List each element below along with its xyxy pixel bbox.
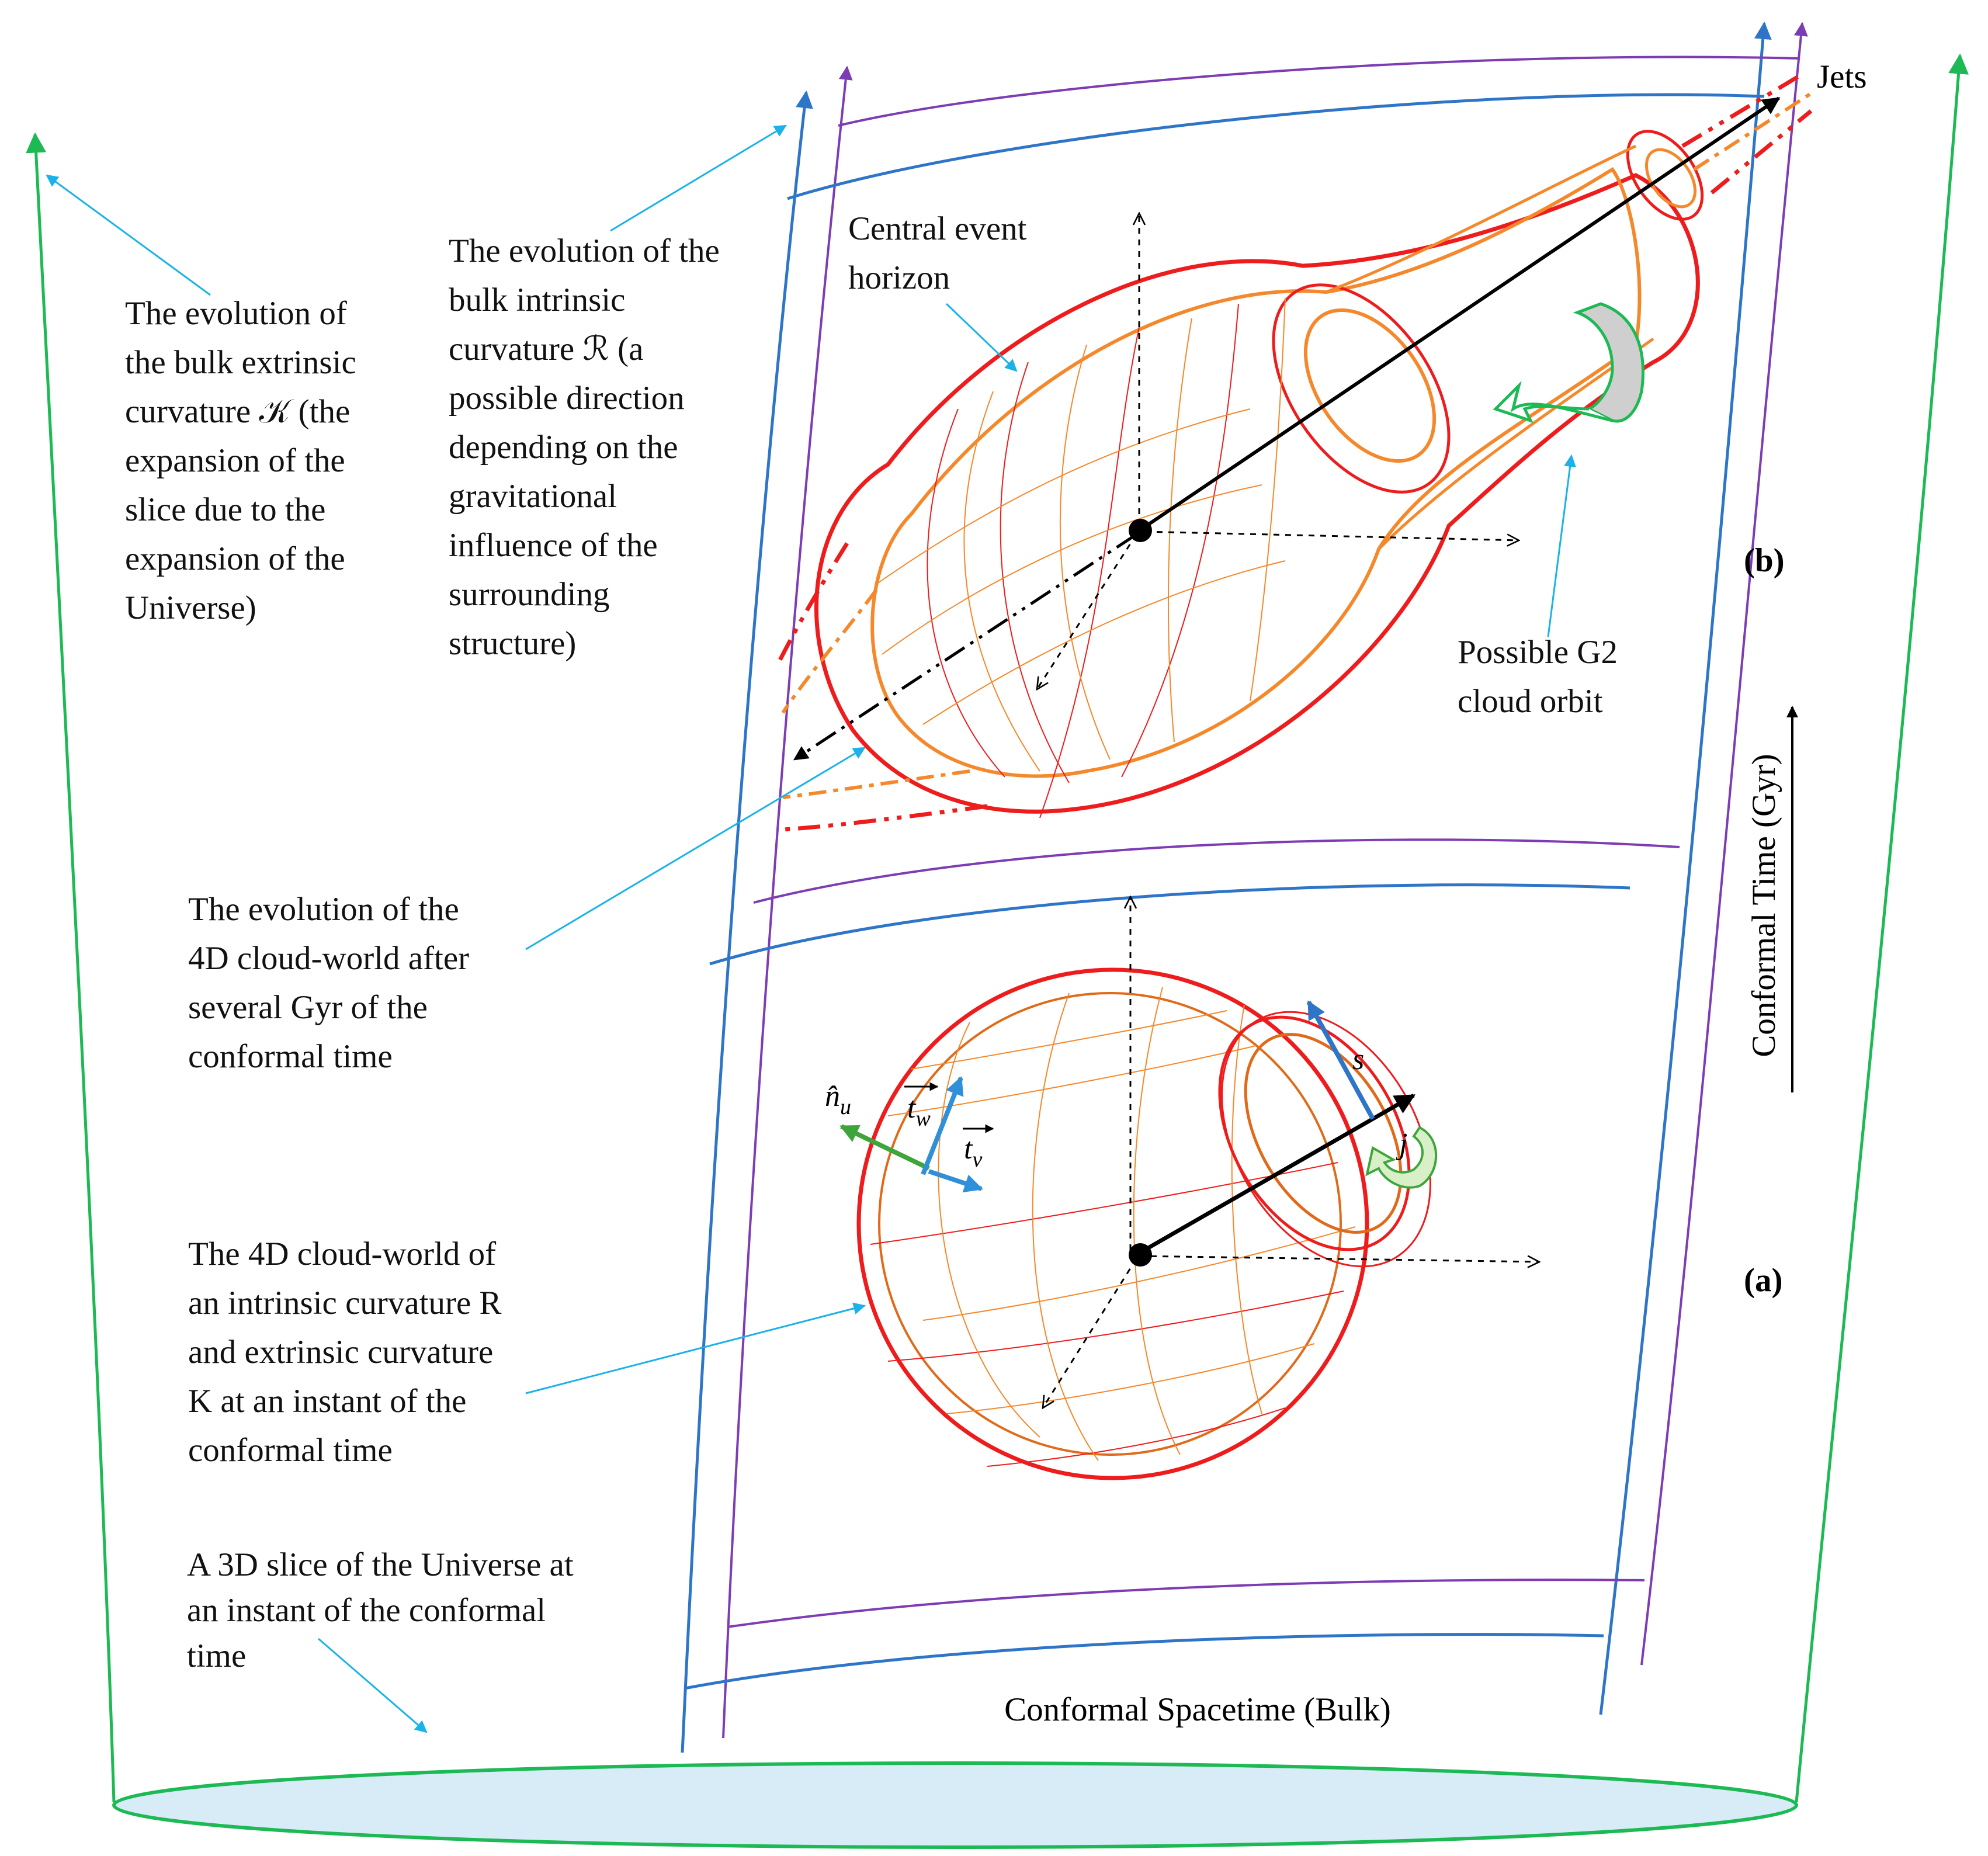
time-axis-label: Conformal Time (Gyr) <box>1746 754 1782 1057</box>
tail-dashed-orange-upper <box>781 589 878 714</box>
spin-arrow <box>1365 1126 1438 1189</box>
pointer-horizon <box>945 303 1018 372</box>
sphere-axis-down <box>1043 1258 1137 1408</box>
evolved-horizon-outer <box>814 173 1700 814</box>
evolved-axis-right <box>1144 530 1519 540</box>
tail-dashed-red-lower <box>782 804 988 832</box>
bottom-purple-edge <box>727 1579 1645 1628</box>
bulk-funnel <box>26 53 1969 1849</box>
sphere-grid-lines <box>870 987 1356 1467</box>
jet-dashed-orange <box>1693 92 1812 171</box>
label-tv: tv <box>964 1132 982 1172</box>
evolved-axis-jet <box>1141 96 1781 530</box>
vector-labels: n̂u tw tv s j <box>825 1043 1407 1172</box>
bulk-right-edge <box>1795 53 1969 1803</box>
cloud-world-evolved <box>775 74 1813 832</box>
pointer-slice <box>318 1638 428 1733</box>
jet-ring-orange <box>1644 148 1697 209</box>
evolved-axis-back <box>793 533 1137 761</box>
label-tw: tw <box>907 1091 931 1131</box>
label-cloud-world: The 4D cloud-world of an intrinsic curva… <box>188 1236 502 1469</box>
spin-ring-orange <box>1244 1033 1403 1234</box>
label-slice: A 3D slice of the Universe at an instant… <box>187 1546 574 1674</box>
sphere-horizon <box>856 967 1369 1480</box>
pointer-extrinsic <box>46 174 211 296</box>
throat-ring-orange <box>1303 308 1437 463</box>
slice-blue-left <box>681 91 813 1753</box>
time-axis: Conformal Time (Gyr) <box>1746 706 1798 1092</box>
jet-orange-upper <box>1326 144 1637 294</box>
pointer-g2 <box>1547 454 1576 637</box>
sphere-axis-right <box>1139 1255 1539 1262</box>
slice-purple-left <box>722 65 853 1739</box>
bulk-left-edge <box>26 132 116 1803</box>
slice-blue-right <box>1599 22 1772 1715</box>
jets-label: Jets <box>1817 58 1867 95</box>
cloud-world-sphere <box>856 967 1438 1480</box>
vector-n <box>839 1124 930 1171</box>
jet-dashed-bottom <box>1710 109 1813 195</box>
bulk-floor-ellipse <box>112 1761 1798 1849</box>
evolved-axis-down <box>1037 534 1137 689</box>
label-central-horizon: Central event horizon <box>848 210 1027 296</box>
top-blue-edge <box>787 93 1765 200</box>
evolved-grid-lines <box>876 297 1286 818</box>
bottom-blue-edge <box>684 1633 1604 1690</box>
label-s: s <box>1352 1043 1364 1076</box>
throat-ring-red <box>1272 283 1451 494</box>
vector-s <box>1306 1000 1375 1120</box>
g2-orbit-arrow <box>1493 380 1613 424</box>
label-j: j <box>1396 1128 1407 1161</box>
tail-dashed-orange-lower <box>782 769 970 799</box>
spin-ring-red-inner <box>1221 1011 1431 1268</box>
sphere-axes <box>839 897 1539 1408</box>
g2-orbit-ribbon <box>1573 302 1644 423</box>
slice-purple-right <box>1640 22 1808 1666</box>
sphere-center-dot <box>1129 1243 1152 1267</box>
label-intrinsic-evolution: The evolution of the bulk intrinsic curv… <box>449 233 720 662</box>
panel-a-label: (a) <box>1744 1262 1782 1299</box>
jet-dashed-top <box>1681 74 1800 148</box>
label-g2-orbit: Possible G2 cloud orbit <box>1458 634 1618 720</box>
tail-dashed-red-upper <box>775 542 849 667</box>
mid-purple-edge <box>753 838 1680 904</box>
label-cloud-world-evolution: The evolution of the 4D cloud-world afte… <box>188 891 470 1075</box>
vector-tw <box>921 1076 964 1175</box>
vector-tv <box>928 1169 984 1193</box>
label-extrinsic-evolution: The evolution of the bulk extrinsic curv… <box>125 295 356 626</box>
mid-blue-edge <box>709 883 1630 966</box>
pointer-cloud-world <box>525 1302 866 1394</box>
slice-walls <box>681 22 1808 1753</box>
top-purple-edge <box>838 55 1800 127</box>
pointer-evolved <box>525 747 866 950</box>
label-n: n̂u <box>825 1080 851 1119</box>
pointer-intrinsic <box>610 124 787 232</box>
sphere-cloud <box>878 992 1342 1456</box>
bulk-label: Conformal Spacetime (Bulk) <box>1004 1691 1391 1728</box>
panel-b-label: (b) <box>1744 542 1785 579</box>
pointer-arrows <box>46 124 1576 1733</box>
spin-axis-j <box>1138 1093 1416 1255</box>
evolved-center-dot <box>1129 519 1152 542</box>
evolved-axes <box>793 96 1781 761</box>
evolved-cloud-inner <box>870 167 1642 778</box>
